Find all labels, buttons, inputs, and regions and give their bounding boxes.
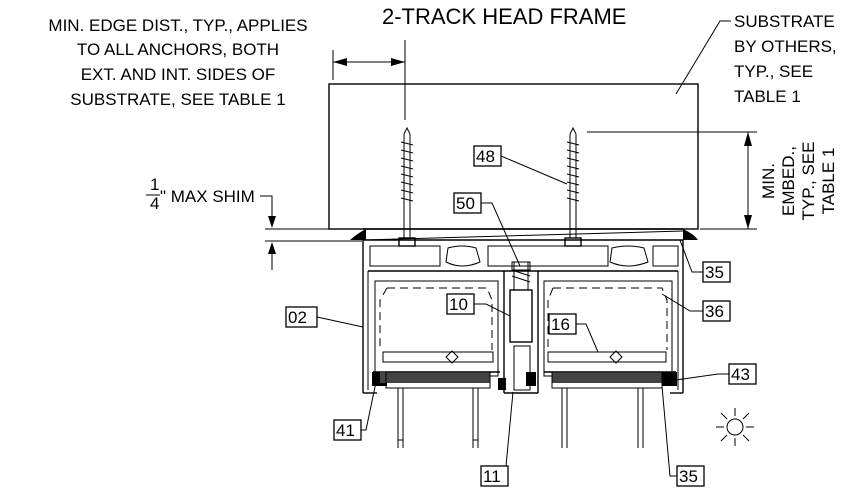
callout-41: 41 — [333, 381, 377, 441]
callout-50: 50 — [453, 192, 521, 267]
callout-35-bottom: 35 — [661, 385, 705, 487]
edge-note-line-4: SUBSTRATE, SEE TABLE 1 — [70, 90, 285, 109]
callout-36-label: 36 — [705, 302, 724, 321]
shim-dimension: 1 4 " MAX SHIM — [146, 175, 362, 270]
embed-note-line-2: EMBED., — [779, 146, 798, 216]
sun-icon — [716, 408, 754, 446]
edge-note-line-1: MIN. EDGE DIST., TYP., APPLIES — [48, 16, 307, 35]
callout-35-bottom-label: 35 — [679, 467, 698, 486]
substrate-note-line-2: BY OTHERS, — [734, 37, 837, 56]
cross-members — [373, 350, 676, 373]
shim-denominator: 4 — [150, 194, 159, 213]
callout-43-label: 43 — [731, 365, 750, 384]
edge-distance-dimension — [332, 40, 406, 120]
embedment-dimension: MIN. EMBED., TYP., SEE TABLE 1 — [587, 131, 838, 230]
callout-35-top-label: 35 — [705, 263, 724, 282]
callout-48: 48 — [473, 145, 568, 185]
substrate-note-line-1: SUBSTRATE — [734, 12, 835, 31]
callout-02-label: 02 — [288, 308, 307, 327]
shim-label: " MAX SHIM — [160, 187, 255, 206]
edge-note-line-2: TO ALL ANCHORS, BOTH — [77, 40, 279, 59]
callout-36: 36 — [661, 293, 731, 322]
callout-43: 43 — [675, 363, 757, 385]
drawing-title: 2-TRACK HEAD FRAME — [382, 4, 626, 29]
shim-wedge — [350, 228, 698, 241]
edge-distance-note: MIN. EDGE DIST., TYP., APPLIES TO ALL AN… — [48, 16, 307, 109]
center-sleeve — [509, 261, 533, 343]
callout-02: 02 — [285, 306, 364, 328]
center-interlock — [498, 345, 536, 391]
substrate-block — [328, 83, 699, 230]
substrate-note-line-3: TYP., SEE — [734, 62, 813, 81]
liner-right — [547, 287, 668, 350]
edge-note-line-3: EXT. AND INT. SIDES OF — [81, 65, 276, 84]
callout-10: 10 — [446, 293, 511, 317]
callout-48-label: 48 — [476, 147, 495, 166]
substrate-note: SUBSTRATE BY OTHERS, TYP., SEE TABLE 1 — [675, 12, 837, 106]
callout-11-label: 11 — [483, 467, 501, 486]
callout-16-label: 16 — [551, 315, 570, 334]
callout-16: 16 — [548, 313, 599, 353]
embed-note-line-1: MIN. — [759, 163, 778, 199]
callout-11: 11 — [480, 391, 514, 487]
callout-10-label: 10 — [449, 295, 468, 314]
glazing-left — [372, 371, 491, 448]
anchor-screw-right — [564, 126, 582, 247]
substrate-note-line-4: TABLE 1 — [734, 87, 801, 106]
callout-41-label: 41 — [336, 421, 355, 440]
embed-note-line-3: TYP., SEE — [799, 141, 818, 220]
liner-left — [379, 287, 493, 350]
head-frame-extrusion — [362, 239, 684, 394]
callout-50-label: 50 — [456, 194, 475, 213]
embed-note-line-4: TABLE 1 — [819, 148, 838, 215]
callout-35-top: 35 — [679, 239, 731, 283]
shim-numerator: 1 — [150, 175, 159, 194]
glazing-right — [551, 371, 677, 448]
